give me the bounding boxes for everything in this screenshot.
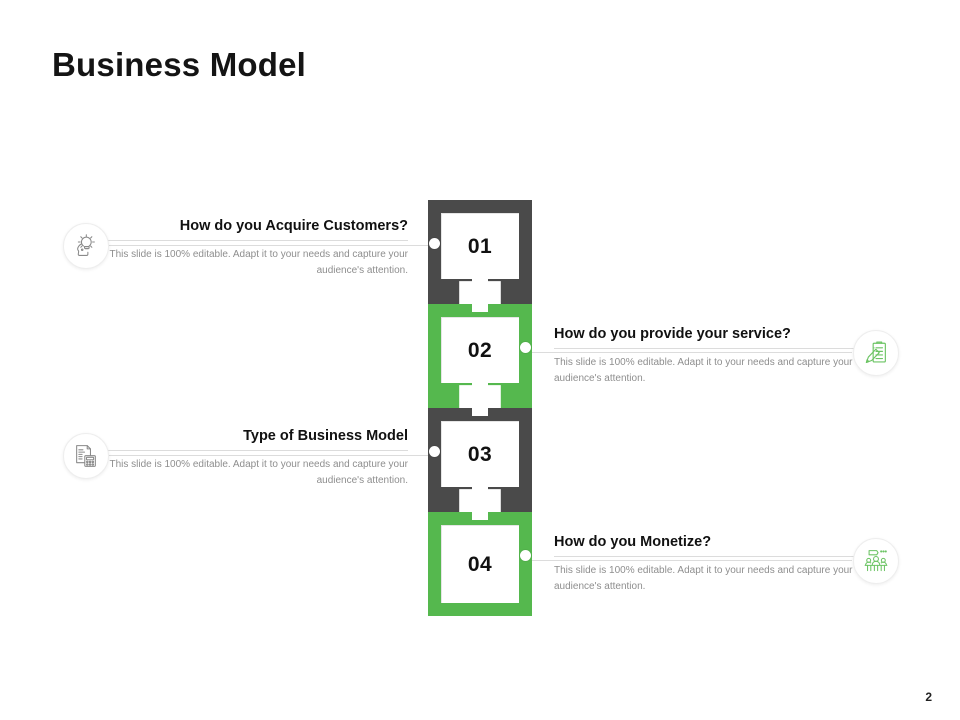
step-block-04[interactable]: 04: [428, 512, 532, 616]
icon-circle-01[interactable]: [63, 223, 109, 269]
step-notch-01: [472, 260, 488, 312]
callout-step-01: How do you Acquire Customers? This slide…: [106, 218, 408, 278]
step-block-03[interactable]: 03: [428, 408, 532, 520]
connector-dot-03: [429, 446, 440, 457]
callout-step-02: How do you provide your service? This sl…: [554, 326, 856, 386]
callout-heading-03: Type of Business Model: [243, 428, 408, 444]
callout-rule-03: [106, 450, 408, 452]
lead-line-01: [108, 245, 434, 246]
step-stack: 01 02 03 04: [428, 200, 532, 616]
callout-rule-04: [554, 556, 856, 558]
connector-dot-01: [429, 238, 440, 249]
callout-step-04: How do you Monetize? This slide is 100% …: [554, 534, 856, 594]
page-number: 2: [925, 690, 932, 704]
step-notch-02: [472, 364, 488, 416]
lead-line-02: [526, 352, 852, 353]
head-lightbulb-icon: [73, 233, 99, 259]
step-number-04: 04: [467, 552, 493, 576]
step-number-01: 01: [467, 234, 493, 258]
lead-line-04: [526, 560, 852, 561]
invoice-calculator-icon: [73, 443, 99, 469]
callout-heading-01: How do you Acquire Customers?: [179, 218, 408, 234]
callout-rule-01: [106, 240, 408, 242]
connector-dot-02: [520, 342, 531, 353]
page-title: Business Model: [52, 46, 307, 83]
step-block-02[interactable]: 02: [428, 304, 532, 416]
icon-circle-02[interactable]: [853, 330, 899, 376]
team-meeting-icon: [863, 548, 889, 574]
step-block-01[interactable]: 01: [428, 200, 532, 312]
icon-circle-04[interactable]: [853, 538, 899, 584]
callout-body-03: This slide is 100% editable. Adapt it to…: [109, 459, 408, 486]
callout-body-01: This slide is 100% editable. Adapt it to…: [109, 249, 408, 276]
lead-line-03: [108, 455, 434, 456]
step-number-03: 03: [467, 442, 493, 466]
callout-body-02: This slide is 100% editable. Adapt it to…: [554, 357, 853, 384]
connector-dot-04: [520, 550, 531, 561]
icon-circle-03[interactable]: [63, 433, 109, 479]
step-number-02: 02: [467, 338, 493, 362]
callout-heading-04: How do you Monetize?: [554, 534, 712, 550]
callout-heading-02: How do you provide your service?: [554, 326, 791, 342]
callout-step-03: Type of Business Model This slide is 100…: [106, 428, 408, 488]
step-block-inner-04b: 04: [441, 525, 519, 603]
checklist-pen-icon: [863, 340, 889, 366]
callout-body-04: This slide is 100% editable. Adapt it to…: [554, 565, 853, 592]
callout-rule-02: [554, 348, 856, 350]
step-notch-03: [472, 468, 488, 520]
